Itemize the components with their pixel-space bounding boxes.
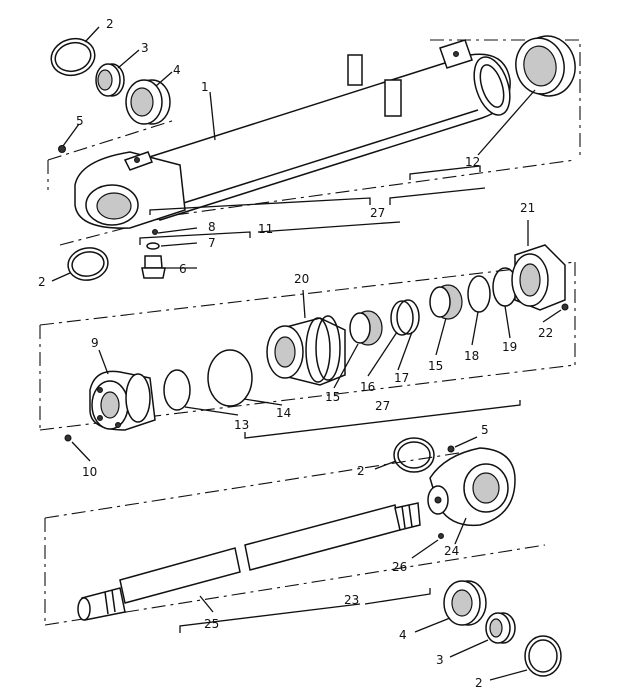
callout-23: 23 xyxy=(344,593,359,607)
piston-group xyxy=(39,244,576,442)
grease-fitting-rod xyxy=(447,445,455,453)
callout-14: 14 xyxy=(276,406,291,420)
callout-22: 22 xyxy=(538,326,553,340)
callout-8: 8 xyxy=(208,220,216,234)
callout-13: 13 xyxy=(234,418,249,432)
callout-9: 9 xyxy=(91,336,99,350)
o-ring-14 xyxy=(207,349,253,407)
nut-set-screw xyxy=(561,303,569,311)
bearing-ring-bottom xyxy=(443,580,487,626)
callout-5a: 5 xyxy=(76,114,84,128)
callout-19: 19 xyxy=(502,340,517,354)
callout-7: 7 xyxy=(208,236,216,250)
callout-25: 25 xyxy=(204,617,219,631)
callout-26: 26 xyxy=(392,560,407,574)
callout-2a: 2 xyxy=(106,17,114,31)
head-screw xyxy=(64,434,72,442)
callout-17: 17 xyxy=(394,371,409,385)
fitting-stack xyxy=(141,229,166,279)
bushing-15b xyxy=(429,284,463,320)
bushing-bottom xyxy=(485,612,516,644)
callout-2b: 2 xyxy=(38,275,46,289)
callout-15a: 15 xyxy=(325,390,340,404)
ring-18 xyxy=(467,275,491,313)
bearing-ring-top xyxy=(125,79,171,125)
leader-lines xyxy=(51,26,562,681)
seal-16 xyxy=(390,300,414,336)
o-ring-13 xyxy=(163,369,191,411)
seal-17 xyxy=(396,299,420,335)
callout-24: 24 xyxy=(444,544,459,558)
rod-group xyxy=(44,437,562,677)
callout-21: 21 xyxy=(520,201,535,215)
piston-rod xyxy=(77,502,421,621)
barrel-seal-set xyxy=(515,35,576,97)
callout-4a: 4 xyxy=(173,63,181,77)
barrel-clevis-eye xyxy=(74,151,186,229)
cylinder-barrel xyxy=(139,39,511,221)
callout-2d: 2 xyxy=(475,676,483,690)
gland-head xyxy=(89,370,156,431)
rod-eye xyxy=(427,447,516,527)
set-screw-26 xyxy=(438,533,444,539)
callout-10: 10 xyxy=(82,465,97,479)
callout-2c: 2 xyxy=(357,464,365,478)
callout-labels: 1 2 3 4 5 8 7 11 6 2 12 27 21 20 9 10 13… xyxy=(38,17,553,690)
callout-6: 6 xyxy=(179,262,187,276)
callout-1: 1 xyxy=(201,80,209,94)
callout-3a: 3 xyxy=(141,41,149,55)
callout-16: 16 xyxy=(360,380,375,394)
snap-ring-rod xyxy=(393,437,435,473)
grease-fitting-top xyxy=(58,145,66,153)
callout-12: 12 xyxy=(465,155,480,169)
snap-ring-left xyxy=(67,247,109,281)
snap-ring-bottom xyxy=(524,635,562,677)
bushing-top xyxy=(95,63,125,97)
barrel-group xyxy=(47,35,581,281)
piston xyxy=(266,315,346,386)
callout-20: 20 xyxy=(294,272,309,286)
snap-ring-top xyxy=(50,37,96,77)
callout-15b: 15 xyxy=(428,359,443,373)
callout-18: 18 xyxy=(464,349,479,363)
callout-27b: 27 xyxy=(375,399,390,413)
callout-11: 11 xyxy=(258,222,273,236)
callout-4b: 4 xyxy=(399,628,407,642)
callout-3b: 3 xyxy=(436,653,444,667)
piston-nut xyxy=(511,244,566,311)
callout-27a: 27 xyxy=(370,206,385,220)
callout-5b: 5 xyxy=(481,423,489,437)
bushing-15a xyxy=(349,310,383,346)
